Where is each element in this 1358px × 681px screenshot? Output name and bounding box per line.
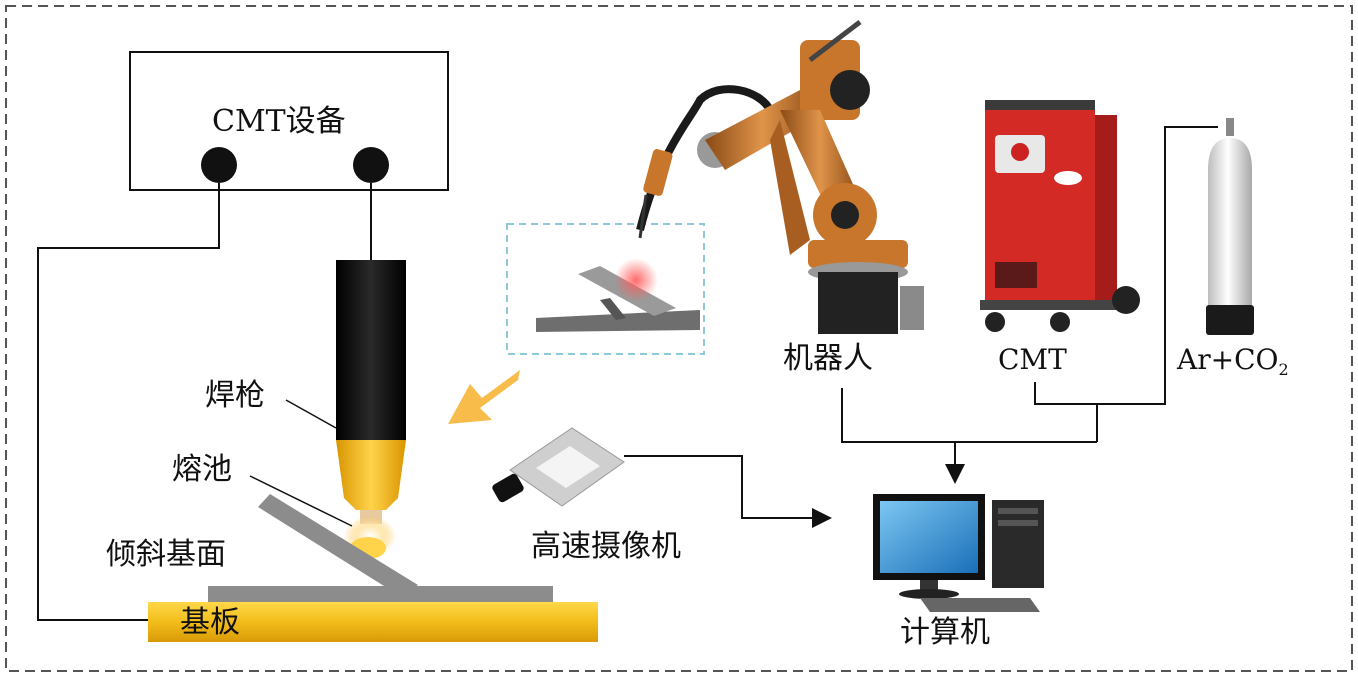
camera-label: 高速摄像机 [531, 529, 681, 564]
torch-leader [285, 399, 337, 429]
cmt-label: CMT [998, 343, 1067, 376]
substrate-label: 基板 [180, 605, 240, 640]
cmt-to-computer-line [1034, 382, 1098, 442]
zoom-base-plate [536, 310, 700, 332]
torch-label: 焊枪 [205, 378, 265, 413]
inclined-base-label: 倾斜基面 [106, 537, 226, 572]
robot-label: 机器人 [783, 341, 873, 376]
terminal-left-icon [201, 147, 237, 183]
gas-label-main: Ar+CO [1177, 343, 1279, 376]
torch-nozzle [336, 440, 406, 510]
ground-cable [37, 183, 220, 621]
computer-label: 计算机 [900, 615, 990, 650]
desktop-computer-icon [873, 494, 1044, 612]
zoom-dashed-box [506, 223, 705, 355]
gas-line [1097, 126, 1218, 405]
substrate-bar [148, 602, 598, 642]
cmt-equipment-box [129, 51, 449, 191]
cmt-equipment-label: CMT设备 [212, 104, 346, 139]
gas-label-subscript: 2 [1278, 360, 1289, 379]
pool-leader [249, 475, 353, 527]
base-plate [208, 586, 553, 602]
molten-pool-label: 熔池 [172, 452, 232, 487]
outer-dashed-frame [5, 5, 1353, 672]
torch-body [336, 260, 406, 440]
high-speed-camera-icon [492, 427, 625, 507]
gas-label: Ar+CO2 [1177, 346, 1289, 378]
welding-machine-icon [980, 100, 1140, 332]
inclined-base-plate [258, 494, 418, 596]
gas-cylinder-icon [1206, 118, 1254, 335]
camera-to-computer-arrow [624, 455, 832, 528]
robot-arm-icon [636, 20, 924, 334]
terminal-right-icon [353, 147, 389, 183]
zoom-arrow [448, 370, 520, 424]
zoom-arc-glow [614, 258, 658, 302]
robot-to-computer-line [841, 388, 1097, 443]
zoom-support [600, 298, 626, 320]
